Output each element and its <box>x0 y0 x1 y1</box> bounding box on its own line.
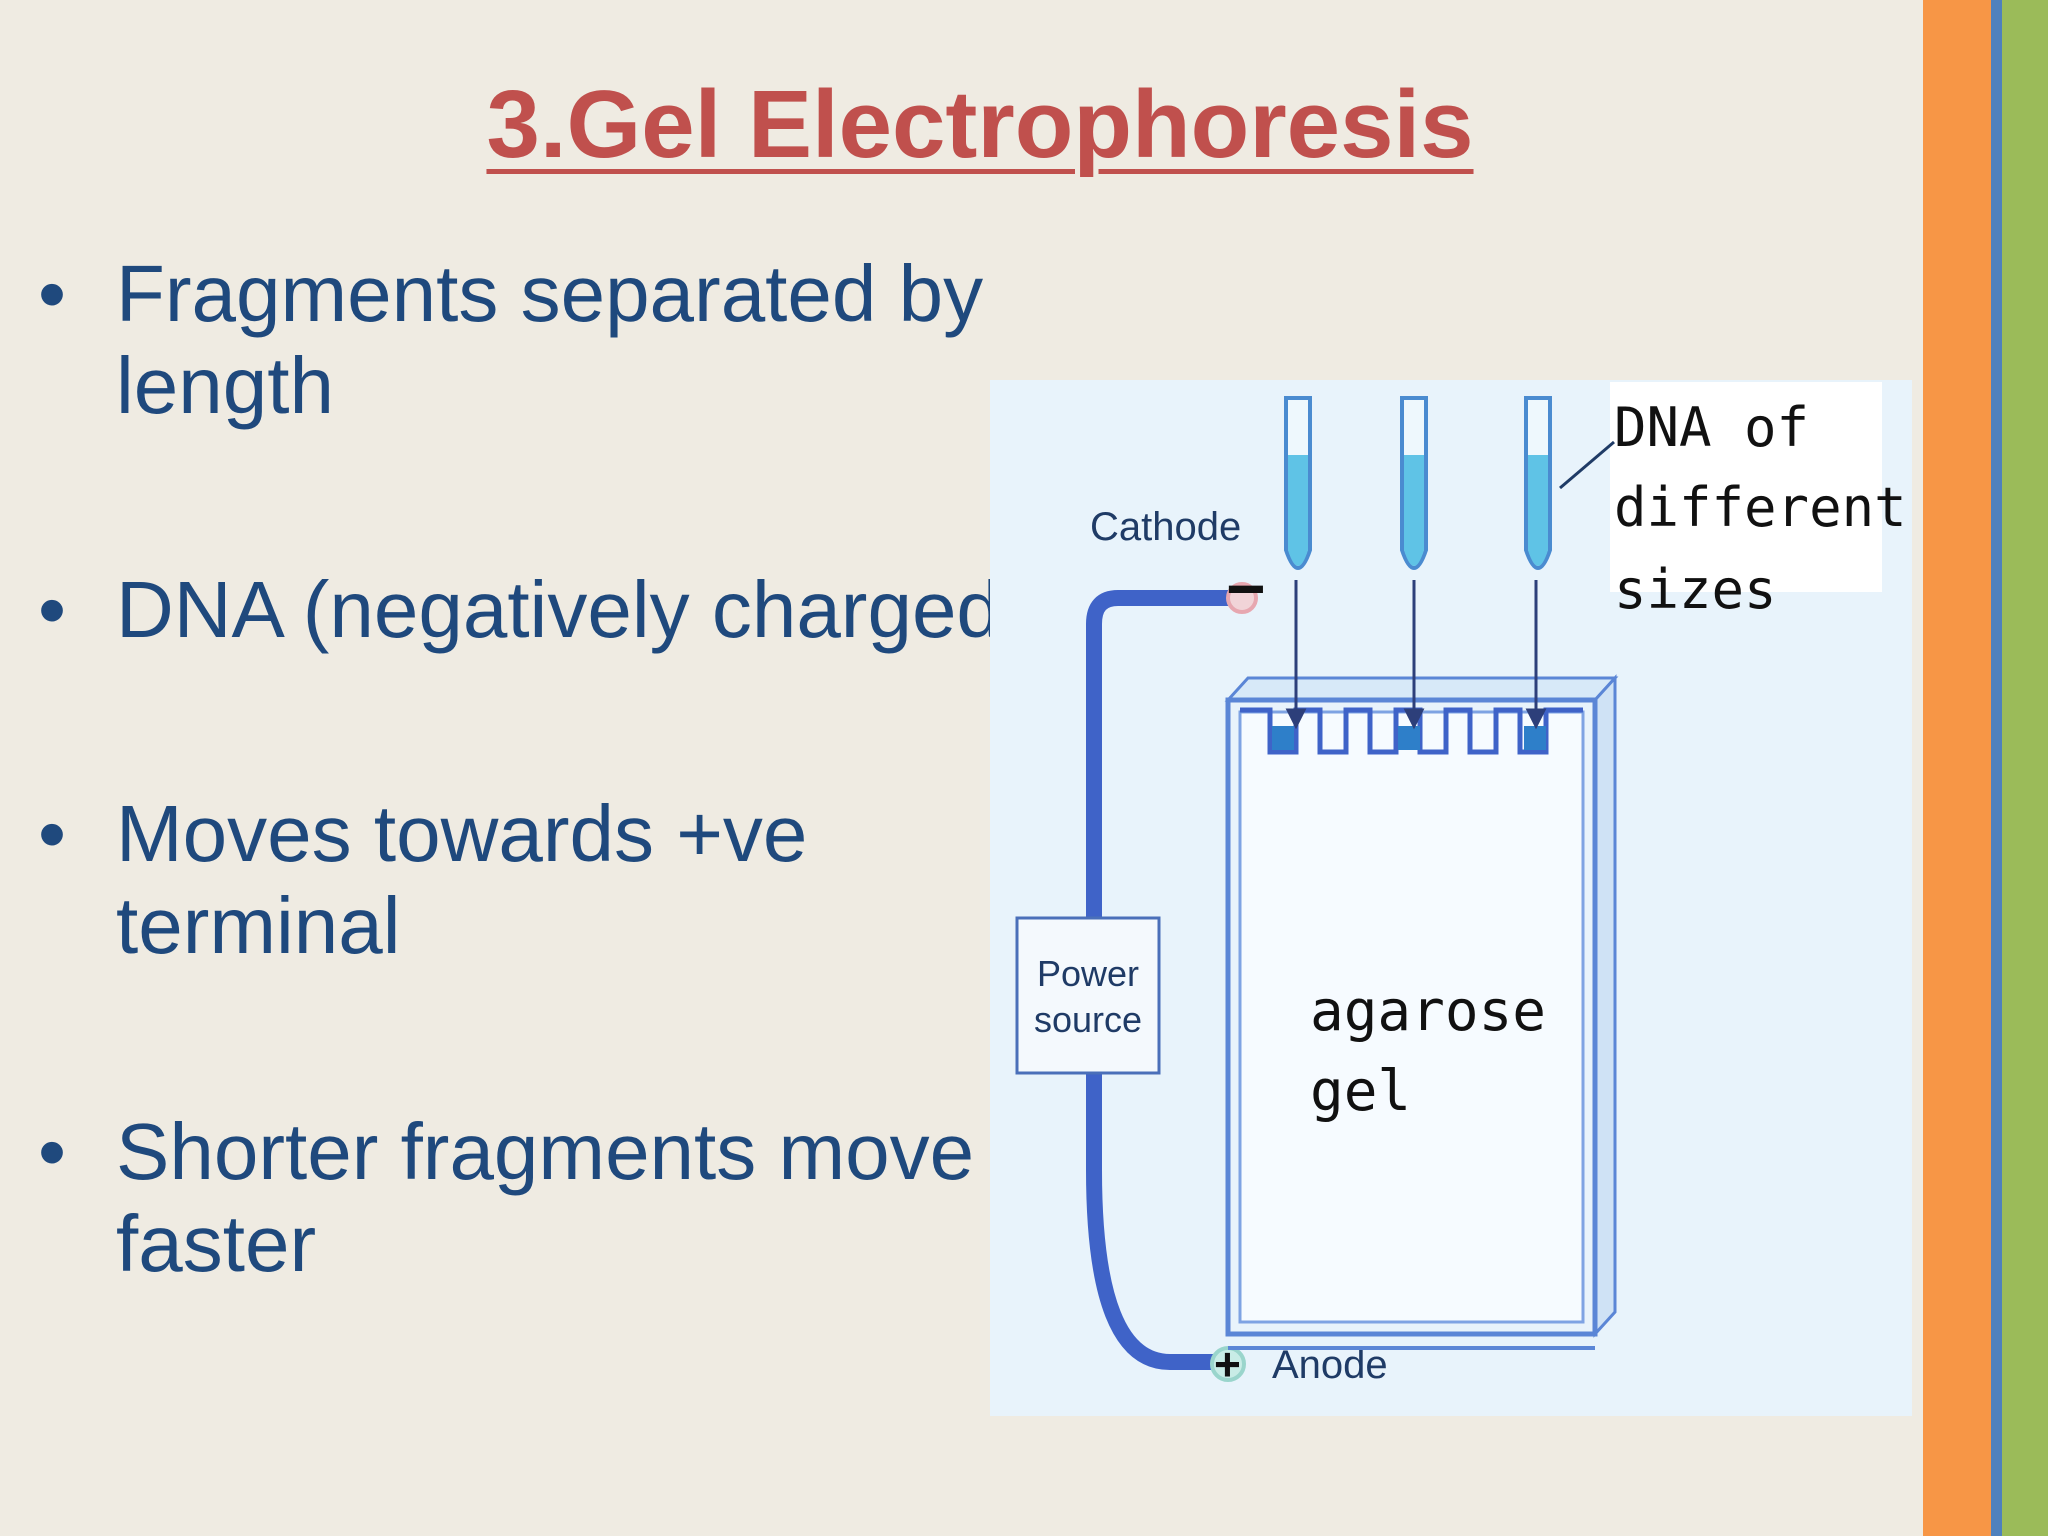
green-accent-stripe <box>2002 0 2048 1536</box>
dna-sample-well-2 <box>1398 726 1420 750</box>
orange-accent-stripe <box>1923 0 1991 1536</box>
dna-sample-well-3 <box>1524 726 1546 750</box>
electrophoresis-diagram: Cathode − + Anode Power source <box>990 380 1912 1416</box>
power-source-label-line2: source <box>1034 999 1142 1040</box>
dna-label-line3: sizes <box>1614 558 1777 621</box>
plus-sign: + <box>1214 1338 1241 1390</box>
blue-accent-stripe <box>1991 0 2002 1536</box>
dna-solution-tube-2 <box>1404 455 1424 566</box>
dna-sample-well-1 <box>1272 726 1294 750</box>
gel-tray-outer <box>1225 697 1598 1337</box>
minus-sign: − <box>1226 551 1266 627</box>
gel-tray-side <box>1593 674 1617 1338</box>
bullet-shorter-fragments: Shorter fragments move faster <box>38 1106 1116 1290</box>
loading-arrows <box>1285 580 1547 730</box>
gel-tray-top-edge <box>1224 676 1619 702</box>
agarose-gel <box>1238 710 1585 1324</box>
dna-solution-tube-1 <box>1288 455 1308 566</box>
dna-solution-tube-3 <box>1528 455 1548 566</box>
bullet-fragments-separated: Fragments separated by length <box>38 248 1116 432</box>
bullet-dna-charge: DNA (negatively charged) <box>38 564 1038 656</box>
diagram-canvas: Cathode − + Anode Power source <box>1015 382 1907 1390</box>
power-source-label-line1: Power <box>1037 953 1139 994</box>
agarose-gel-label-line1: agarose <box>1310 979 1546 1044</box>
dna-label-box <box>1610 382 1882 592</box>
bullet-list: Fragments separated by length DNA (negat… <box>38 248 1038 1290</box>
bullet-moves-towards: Moves towards +ve terminal <box>38 788 976 972</box>
dna-pointer-line <box>1559 440 1615 490</box>
anode-label: Anode <box>1272 1343 1388 1387</box>
circuit-wire <box>1086 590 1246 1370</box>
dna-label-line1: DNA of <box>1614 396 1809 459</box>
cathode-label: Cathode <box>1090 505 1241 549</box>
slide-title: 3.Gel Electrophoresis <box>486 71 1474 178</box>
power-source-box <box>1015 916 1161 1075</box>
dna-label-line2: different <box>1614 476 1907 539</box>
cathode-terminal <box>1226 582 1258 614</box>
agarose-gel-label-line2: gel <box>1310 1059 1411 1124</box>
